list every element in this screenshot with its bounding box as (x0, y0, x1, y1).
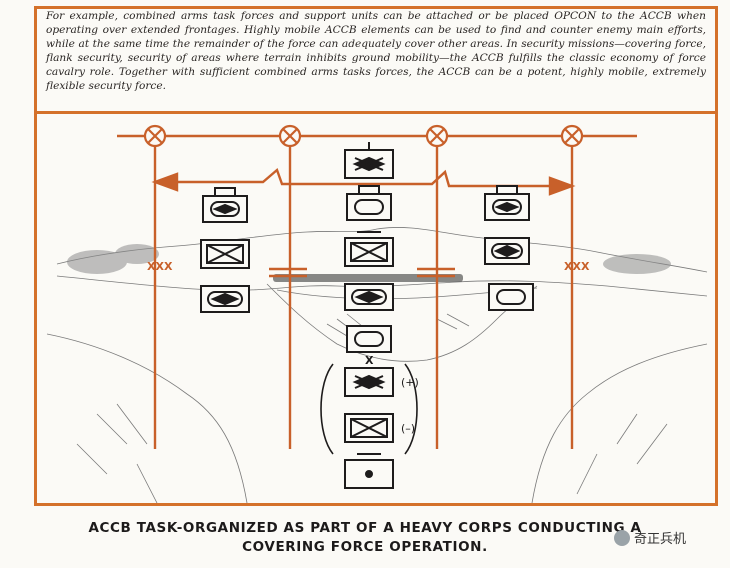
checkpoint-marker-3 (425, 124, 449, 148)
unit-mech-inf-2 (344, 413, 394, 443)
boundary-marker-left-1: XXX (147, 260, 173, 273)
wechat-icon (614, 529, 630, 546)
unit-attack-helicopter (344, 367, 394, 397)
task-organization-diagram: XXX XXX X (+) (–) (37, 114, 715, 503)
minus-label: (–) (401, 422, 415, 435)
boundary-lines (117, 134, 637, 449)
checkpoint-marker-2 (278, 124, 302, 148)
unit-armored-cav-2 (346, 325, 392, 353)
caption-line-1: ACCB TASK-ORGANIZED AS PART OF A HEAVY C… (88, 520, 642, 536)
unit-right-armor (484, 237, 530, 265)
intro-paragraph: For example, combined arms task forces a… (46, 10, 706, 92)
unit-armored-cav-1 (346, 185, 392, 221)
watermark-text: 奇正兵机 (634, 532, 687, 547)
attachment-bracket (320, 363, 418, 455)
plus-label: (+) (401, 376, 419, 389)
figure-caption: ACCB TASK-ORGANIZED AS PART OF A HEAVY C… (30, 519, 700, 557)
unit-air-cavalry-hq (344, 142, 394, 179)
flank-line (165, 167, 569, 188)
unit-right-cav (484, 185, 530, 221)
ridge-tree-line (273, 274, 463, 282)
unit-right-cav-2 (488, 283, 534, 311)
unit-left-mech (200, 239, 250, 269)
unit-mech-inf-1 (344, 231, 394, 267)
arrow-right (548, 176, 576, 196)
watermark: 奇正兵机 (614, 528, 686, 547)
unit-support (344, 453, 394, 489)
checkpoint-marker-4 (560, 124, 584, 148)
checkpoint-markers (143, 124, 584, 148)
tree-line-left (67, 244, 159, 274)
intro-divider (34, 111, 718, 114)
checkpoint-marker-1 (143, 124, 167, 148)
arrow-left (151, 172, 179, 192)
attack-marker: X (365, 354, 374, 367)
unit-symbols (200, 142, 534, 489)
unit-left-cav (202, 187, 248, 223)
boundary-marker-right-1: XXX (564, 260, 590, 273)
tree-line-right (603, 254, 671, 274)
caption-line-2: COVERING FORCE OPERATION. (242, 539, 488, 555)
unit-left-armor (200, 285, 250, 313)
unit-armor-1 (344, 283, 394, 311)
page-frame (34, 6, 718, 506)
diagram-svg: XXX XXX X (+) (–) (46, 124, 708, 503)
